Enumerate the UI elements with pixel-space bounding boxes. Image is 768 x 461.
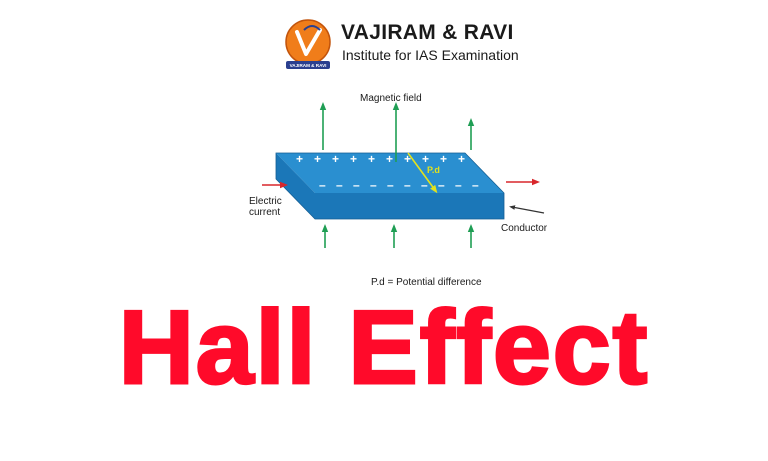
logo-arc-icon [303, 25, 321, 31]
minus-charge: – [336, 178, 343, 192]
plus-charge: + [296, 152, 303, 166]
minus-charge: – [472, 178, 479, 192]
plus-charge: + [458, 152, 465, 166]
pd-label: P.d [427, 165, 440, 175]
plus-charge: + [386, 152, 393, 166]
minus-charge: – [319, 178, 326, 192]
logo-banner-text: VAJIRAM & RAVI [290, 63, 327, 68]
plus-charge: + [440, 152, 447, 166]
logo-banner [286, 61, 330, 69]
brand-tagline: Institute for IAS Examination [342, 47, 519, 63]
page-title: Hall Effect [117, 290, 650, 406]
brand-logo: VAJIRAM & RAVI [285, 19, 331, 69]
plus-charge: + [350, 152, 357, 166]
plus-charge: + [368, 152, 375, 166]
minus-charge: – [353, 178, 360, 192]
plus-charge: + [332, 152, 339, 166]
minus-charge: – [370, 178, 377, 192]
minus-charge: – [421, 178, 428, 192]
minus-charge: – [455, 178, 462, 192]
negative-charges: – – – – – – – – – – [319, 178, 479, 192]
conductor-pointer-arrow [509, 205, 545, 214]
positive-charges: + + + + + + + + + + [296, 152, 465, 166]
conductor-top-face [276, 153, 504, 193]
plus-charge: + [422, 152, 429, 166]
electric-current-label-line2: current [249, 207, 281, 218]
logo-mark-icon [295, 28, 322, 56]
minus-charge: – [438, 178, 445, 192]
minus-charge: – [404, 178, 411, 192]
conductor-label: Conductor [501, 223, 548, 234]
magnetic-field-label: Magnetic field [360, 93, 422, 104]
plus-charge: + [314, 152, 321, 166]
electric-current-label-line1: Electric [249, 196, 282, 207]
pd-arrow [407, 152, 438, 194]
conductor-outline [275, 152, 505, 220]
plus-charge: + [404, 152, 411, 166]
pd-legend: P.d = Potential difference [371, 277, 482, 288]
conductor-front-face [315, 193, 504, 219]
brand-name: VAJIRAM & RAVI [341, 21, 514, 44]
minus-charge: – [387, 178, 394, 192]
conductor-left-face [276, 153, 315, 219]
